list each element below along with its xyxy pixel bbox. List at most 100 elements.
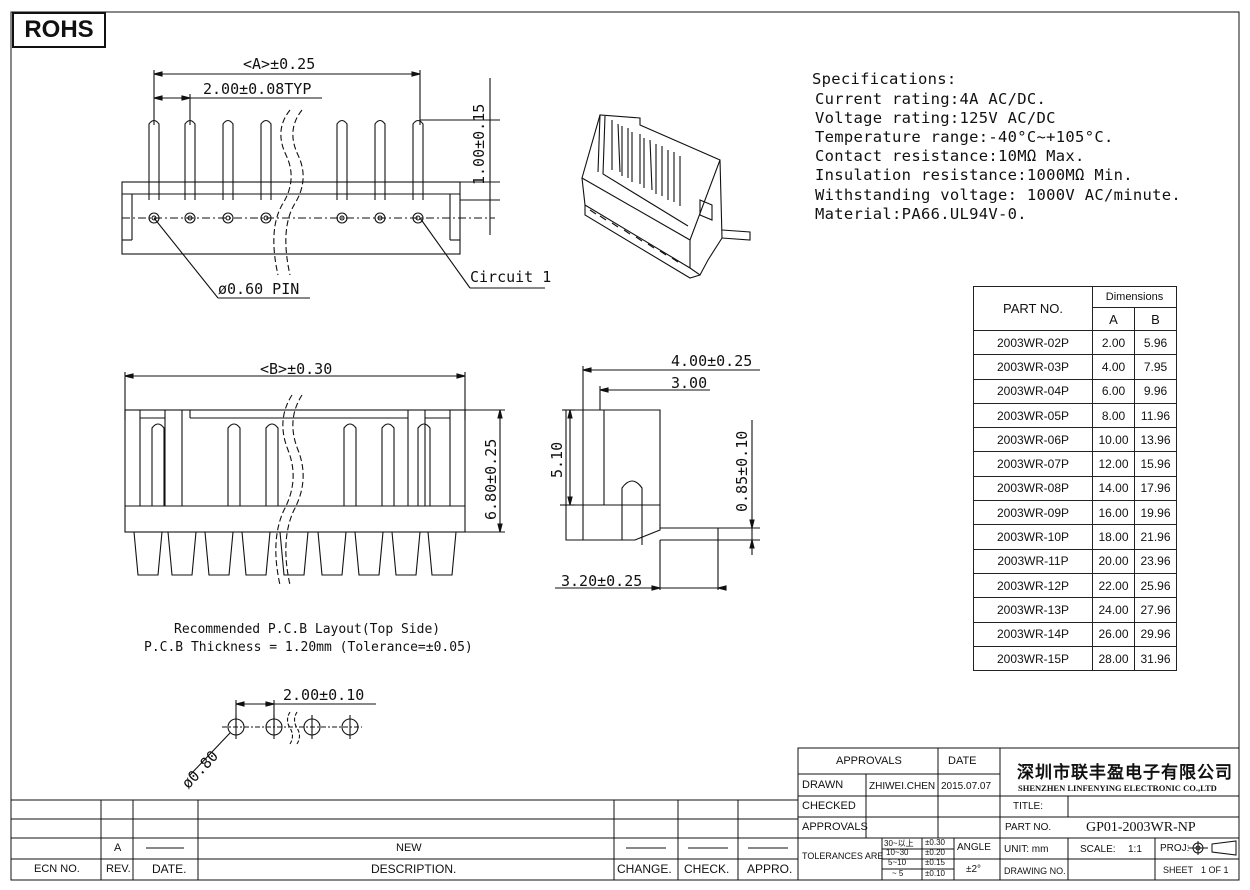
dim-pitch-label: 2.00±0.08TYP (203, 80, 312, 98)
description-value: NEW (396, 842, 422, 854)
tol-value: ±0.20 (925, 848, 945, 857)
dim-510-label: 5.10 (548, 441, 566, 478)
dim-a-cell: 6.00 (1092, 378, 1135, 404)
dim-pcb-pitch-label: 2.00±0.10 (283, 686, 365, 704)
tooth (354, 531, 384, 576)
title-label: TITLE: (1013, 801, 1044, 812)
tol-value: ±0.10 (925, 869, 945, 878)
dim-a-cell: 24.00 (1092, 597, 1135, 623)
drawing-no-label: DRAWING NO. (1004, 866, 1066, 876)
header-b: B (1134, 307, 1177, 331)
slot (227, 423, 241, 506)
pin (336, 119, 348, 200)
dim-circuit-label: Circuit 1 (470, 268, 552, 286)
sheet-label: SHEET (1163, 865, 1194, 875)
slot (381, 423, 395, 506)
tooth (167, 531, 197, 576)
rohs-badge: ROHS (12, 12, 106, 48)
spec-line: Contact resistance:10MΩ Max. (815, 147, 1085, 165)
side-view (555, 366, 760, 591)
spec-line: Current rating:4A AC/DC. (815, 90, 1047, 108)
dim-w1-label: 4.00±0.25 (671, 352, 753, 370)
part-no-cell: 2003WR-09P (973, 500, 1093, 526)
part-no-cell: 2003WR-05P (973, 402, 1093, 429)
slot (151, 423, 165, 506)
pcb-note-line2: P.C.B Thickness = 1.20mm (Tolerance=±0.0… (144, 640, 473, 655)
date-label: DATE. (152, 862, 187, 876)
dim-b-cell: 15.96 (1134, 451, 1177, 477)
projection-icon (1188, 841, 1236, 855)
company-name-en: SHENZHEN LINFENYING ELECTRONIC CO.,LTD (1018, 783, 1217, 793)
dim-a-cell: 2.00 (1092, 329, 1135, 356)
drawn-by: ZHIWEI.CHEN (869, 781, 936, 792)
dim-a-cell: 22.00 (1092, 572, 1135, 599)
check-label: CHECK. (684, 862, 730, 876)
change-label: CHANGE. (617, 862, 672, 876)
dim-b-cell: 7.95 (1134, 354, 1177, 380)
checked-label: CHECKED (802, 800, 856, 812)
description-label: DESCRIPTION. (371, 862, 457, 876)
pin (260, 119, 272, 200)
part-no-cell: 2003WR-06P (973, 427, 1093, 453)
tol-value: ±0.30 (925, 838, 945, 847)
part-no-cell: 2003WR-04P (973, 378, 1093, 404)
tol-range: 5~10 (888, 858, 907, 867)
dim-b-cell: 13.96 (1134, 427, 1177, 453)
part-no-cell: 2003WR-14P (973, 621, 1093, 647)
dim-b-cell: 25.96 (1134, 572, 1177, 599)
drawing-frame (10, 11, 1240, 881)
tol-range: ~ 5 (892, 869, 904, 878)
slot (265, 423, 279, 506)
dim-b-cell: 19.96 (1134, 500, 1177, 526)
pin (412, 119, 424, 200)
dim-a-cell: 8.00 (1092, 402, 1135, 429)
approvals-label: APPROVALS (802, 821, 868, 833)
scale-label: SCALE: (1080, 844, 1116, 855)
date-header: DATE (948, 755, 977, 767)
part-no-cell: 2003WR-02P (973, 329, 1093, 356)
rev-value: A (114, 842, 122, 854)
dim-085-label: 0.85±0.10 (733, 430, 751, 512)
angle-tol: ±2° (966, 864, 982, 875)
dim-side-height-label: 6.80±0.25 (482, 438, 500, 520)
unit-label: UNIT: mm (1004, 844, 1049, 855)
part-no-cell: 2003WR-15P (973, 645, 1093, 672)
tooth (241, 531, 271, 576)
dim-b-cell: 31.96 (1134, 645, 1177, 672)
dim-a-cell: 4.00 (1092, 354, 1135, 380)
slot (343, 423, 357, 506)
scale-value: 1:1 (1128, 844, 1142, 855)
dim-b-cell: 23.96 (1134, 548, 1177, 574)
drawn-label: DRAWN (802, 779, 844, 791)
dim-b-cell: 21.96 (1134, 524, 1177, 550)
dim-a-cell: 10.00 (1092, 427, 1135, 453)
ecn-label: ECN NO. (34, 863, 80, 875)
spec-title: Specifications: (812, 70, 957, 88)
dim-b-cell: 17.96 (1134, 475, 1177, 502)
dim-320-label: 3.20±0.25 (561, 572, 643, 590)
dim-b-label: <B>±0.30 (260, 360, 333, 378)
part-no-value: GP01-2003WR-NP (1086, 820, 1196, 835)
spec-line: Voltage rating:125V AC/DC (815, 109, 1056, 127)
company-name-cn: 深圳市联丰盈电子有限公司 (1017, 763, 1233, 783)
dim-b-cell: 5.96 (1134, 329, 1177, 356)
tooth (279, 531, 309, 576)
header-a: A (1092, 307, 1135, 331)
dim-a-cell: 18.00 (1092, 524, 1135, 550)
tooth (133, 531, 163, 576)
top-view (121, 70, 545, 299)
pcb-note-line1: Recommended P.C.B Layout(Top Side) (174, 622, 441, 637)
title-block (797, 747, 1240, 881)
spec-line: Withstanding voltage: 1000V AC/minute. (815, 186, 1182, 204)
tooth (427, 531, 457, 576)
